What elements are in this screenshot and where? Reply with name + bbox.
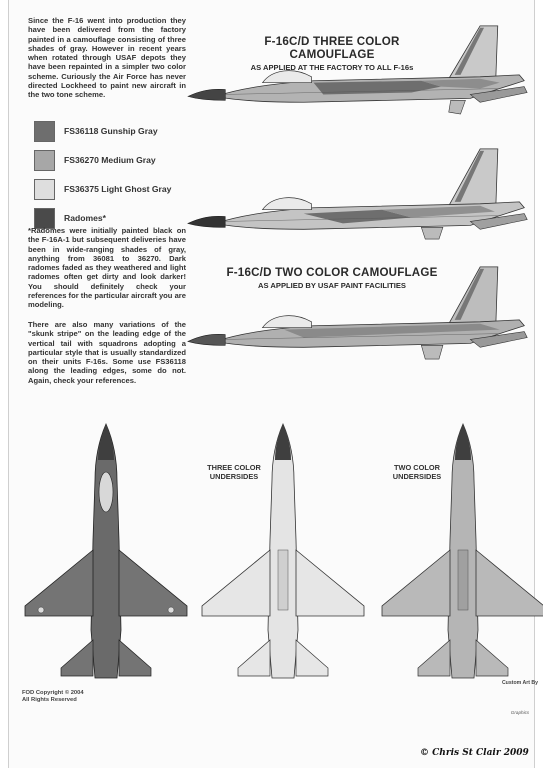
radome: [187, 216, 226, 228]
vertical-tail: [448, 266, 499, 325]
right-wing: [118, 549, 188, 617]
light-ghost-gray-swatch: [34, 178, 55, 200]
three-color-title: F-16C/D THREE COLOR CAMOUFLAGE: [264, 35, 400, 61]
ventral-fin: [420, 227, 444, 240]
medium-gray-swatch: [34, 149, 55, 171]
radome: [275, 424, 291, 460]
canopy: [261, 197, 312, 211]
legend-label: FS36118 Gunship Gray: [64, 126, 158, 136]
canopy: [261, 70, 312, 84]
medium-camo-band: [421, 78, 500, 89]
left-stabilizer: [237, 639, 271, 677]
skunk-stripe-note: There are also many variations of the "s…: [28, 320, 186, 385]
two-color-underside-view: [381, 423, 543, 679]
three-color-heading: F-16C/D THREE COLOR CAMOUFLAGE AS APPLIE…: [222, 35, 442, 72]
gunship-camo-band: [303, 209, 412, 224]
tail-skunk-stripe: [454, 27, 485, 75]
horizontal-stabilizer: [469, 331, 528, 348]
panel-line: [225, 88, 500, 95]
gunship-gray-swatch: [34, 120, 55, 142]
legend-item-light-ghost-gray: FS36375 Light Ghost Gray: [34, 176, 171, 202]
right-stabilizer: [475, 639, 509, 677]
custom-art-label: Custom Art By: [501, 680, 539, 686]
centerline-tank: [277, 549, 289, 611]
legend-item-medium-gray: FS36270 Medium Gray: [34, 147, 171, 173]
radome: [98, 424, 114, 460]
radome-note: *Radomes were initially painted black on…: [28, 226, 186, 310]
three-color-side-profile-right: [187, 148, 528, 240]
panel-line: [225, 215, 500, 222]
roundel-icon: [37, 606, 45, 614]
right-stabilizer: [295, 639, 329, 677]
graphics-logo-text: Graphics: [510, 710, 530, 715]
legend-item-gunship-gray: FS36118 Gunship Gray: [34, 118, 171, 144]
right-stabilizer: [118, 639, 152, 677]
canopy: [261, 315, 312, 329]
centerline-tank: [457, 549, 469, 611]
three-color-underside-view: [201, 423, 365, 679]
right-wing: [475, 549, 543, 617]
left-stabilizer: [417, 639, 451, 677]
two-color-title: F-16C/D TWO COLOR CAMOUFLAGE: [226, 266, 438, 279]
left-wing: [24, 549, 94, 617]
color-legend: FS36118 Gunship Gray FS36270 Medium Gray…: [34, 118, 171, 234]
copyright-notice: FOD Copyright © 2004 All Rights Reserved: [22, 690, 84, 703]
radome: [187, 89, 226, 101]
vertical-tail: [448, 148, 499, 207]
radome-swatch: [34, 207, 55, 229]
left-stabilizer: [60, 639, 94, 677]
roundel-icon: [167, 606, 175, 614]
decal-instruction-sheet: Since the F-16 went into production they…: [8, 0, 543, 768]
legend-label: Radomes*: [64, 213, 107, 223]
legend-item-radome: Radomes*: [34, 205, 171, 231]
tail-skunk-stripe: [454, 150, 485, 202]
panel-line: [225, 333, 500, 340]
ventral-fin: [420, 345, 444, 360]
three-color-subtitle: AS APPLIED AT THE FACTORY TO ALL F-16s: [250, 63, 414, 72]
gunship-camo-band: [313, 80, 441, 95]
tail-skunk-stripe: [454, 268, 485, 320]
top-view-upper-surface: [24, 423, 188, 679]
two-color-subtitle: AS APPLIED BY USAF PAINT FACILITIES: [258, 281, 406, 290]
horizontal-stabilizer: [469, 86, 528, 103]
vertical-tail: [448, 25, 499, 80]
three-color-undersides-label: THREE COLOR UNDERSIDES: [207, 463, 261, 481]
canopy: [98, 471, 114, 513]
ventral-fin: [448, 100, 466, 115]
two-color-undersides-label: TWO COLOR UNDERSIDES: [392, 463, 442, 481]
photo-watermark: © Chris St Clair 2009: [420, 748, 529, 758]
horizontal-stabilizer: [469, 213, 528, 230]
left-wing: [201, 549, 271, 617]
left-wing: [381, 549, 451, 617]
custom-art-credit: Custom Art By Graphics: [498, 680, 542, 715]
fuselage: [90, 423, 122, 679]
two-color-side-profile: [187, 266, 528, 360]
two-color-heading: F-16C/D TWO COLOR CAMOUFLAGE AS APPLIED …: [222, 266, 442, 290]
radome: [455, 424, 471, 460]
radome: [187, 334, 226, 346]
three-color-side-profile-left: [187, 25, 528, 115]
intro-paragraph: Since the F-16 went into production they…: [28, 16, 186, 100]
medium-camo-band: [382, 205, 495, 218]
upper-gray-band: [284, 323, 500, 338]
legend-label: FS36375 Light Ghost Gray: [64, 184, 172, 194]
legend-label: FS36270 Medium Gray: [64, 155, 156, 165]
right-wing: [295, 549, 365, 617]
